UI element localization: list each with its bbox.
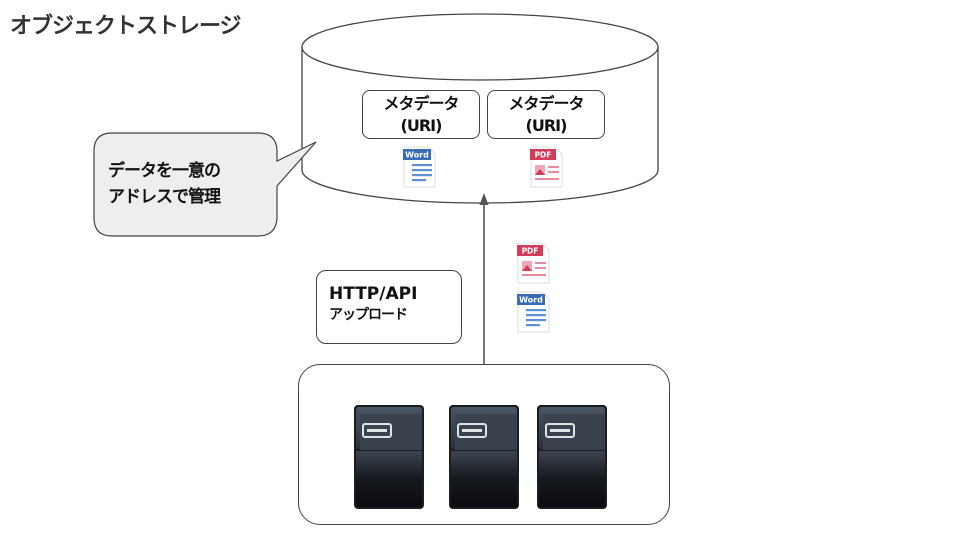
metadata-label: メタデータ bbox=[508, 93, 584, 113]
metadata-uri: (URI) bbox=[400, 115, 443, 135]
metadata-box-2: メタデータ (URI) bbox=[487, 90, 605, 139]
page-title: オブジェクトストレージ bbox=[10, 14, 242, 39]
uploading-pdf-icon: PDF bbox=[517, 242, 550, 284]
upload-action-label: アップロード bbox=[329, 307, 408, 323]
word-document-icon: Word bbox=[403, 146, 436, 188]
callout-line-1: データを一意の bbox=[108, 161, 221, 181]
metadata-box-1: メタデータ (URI) bbox=[362, 90, 480, 139]
metadata-uri: (URI) bbox=[525, 115, 568, 135]
server-icon bbox=[354, 405, 424, 509]
metadata-label: メタデータ bbox=[383, 93, 459, 113]
upload-method-box: HTTP/API アップロード bbox=[316, 270, 462, 344]
upload-arrow-head bbox=[479, 193, 489, 205]
upload-protocol-label: HTTP/API bbox=[329, 284, 418, 304]
pdf-icon-label: PDF bbox=[522, 247, 539, 256]
pdf-icon-label: PDF bbox=[535, 151, 552, 160]
word-icon-label: Word bbox=[519, 296, 543, 305]
uploading-word-icon: Word bbox=[517, 291, 550, 333]
server-icon bbox=[449, 405, 519, 509]
callout-line-2: アドレスで管理 bbox=[108, 187, 221, 207]
server-icon bbox=[537, 405, 607, 509]
callout-text: データを一意の アドレスで管理 bbox=[108, 158, 273, 210]
word-icon-label: Word bbox=[405, 151, 429, 160]
storage-cylinder-top bbox=[301, 46, 659, 81]
pdf-document-icon: PDF bbox=[530, 146, 563, 188]
